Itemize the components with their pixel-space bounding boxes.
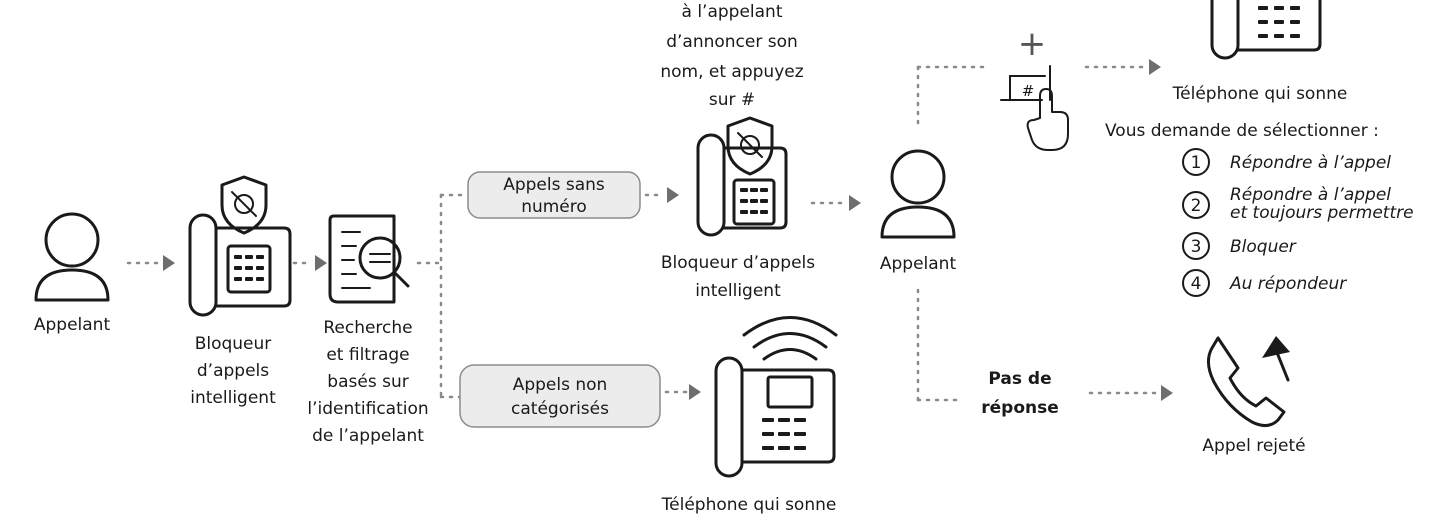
plus-sign: + (1018, 24, 1047, 64)
no-answer-label-2: réponse (981, 398, 1059, 418)
announce-text-1: à l’appelant (682, 2, 783, 22)
option-1-text: Répondre à l’appel (1230, 153, 1391, 173)
option-1: 1 Répondre à l’appel (1182, 148, 1391, 176)
ringing-phone-top-icon (1210, 0, 1322, 60)
option-2-text: Répondre à l’appel (1230, 185, 1391, 205)
arrow-4 (689, 384, 701, 400)
option-2: 2 Répondre à l’appel et toujours permett… (1182, 185, 1414, 223)
no-answer-label-1: Pas de (988, 369, 1051, 389)
pill-no-number-label-2: numéro (521, 197, 587, 217)
pill-uncategorized-label-1: Appels non (513, 375, 608, 395)
pill-no-number (467, 171, 641, 219)
pill-uncategorized (459, 364, 661, 428)
select-title: Vous demande de sélectionner : (1105, 121, 1379, 141)
arrow-5 (849, 195, 861, 211)
ringing-phone-bottom-icon (714, 316, 838, 478)
caller-mid-icon (880, 149, 956, 239)
rejected-label: Appel rejeté (1202, 436, 1305, 456)
pill-no-number-label-1: Appels sans (503, 175, 605, 195)
option-3: 3 Bloquer (1182, 232, 1297, 260)
hash-key-press-icon (1000, 65, 1069, 151)
blocker-left-label-3: intelligent (190, 388, 276, 408)
arrow-7 (1161, 385, 1173, 401)
pill-uncategorized-label-2: catégorisés (511, 399, 609, 419)
option-4-number: 4 (1191, 274, 1202, 294)
caller-left-icon (34, 212, 110, 302)
document-search-icon (328, 214, 410, 304)
option-4: 4 Au répondeur (1182, 269, 1347, 297)
blocker-mid-label-2: intelligent (695, 281, 781, 301)
arrow-3 (667, 187, 679, 203)
option-2-number: 2 (1191, 196, 1202, 216)
option-1-number: 1 (1191, 153, 1202, 173)
ringing-bottom-label: Téléphone qui sonne (661, 495, 837, 515)
rejected-call-icon (1207, 336, 1290, 427)
arrow-6 (1149, 59, 1161, 75)
blocker-left-label-2: d’appels (197, 361, 269, 381)
arrow-1 (163, 255, 175, 271)
blocker-mid-label-1: Bloqueur d’appels (661, 253, 815, 273)
option-4-text: Au répondeur (1229, 274, 1347, 294)
arrow-2 (315, 255, 327, 271)
announce-text-2: d’annoncer son (666, 32, 798, 52)
announce-text-4: sur # (709, 90, 755, 110)
search-label-1: Recherche (323, 318, 412, 338)
search-label-4: l’identification (307, 399, 428, 419)
hash-key-label: # (1022, 82, 1035, 100)
call-blocker-phone-mid-icon (696, 116, 788, 237)
ringing-top-label: Téléphone qui sonne (1172, 84, 1348, 104)
caller-left-label: Appelant (34, 315, 111, 335)
announce-text-3: nom, et appuyez (660, 62, 803, 82)
search-label-3: basés sur (327, 372, 408, 392)
search-label-2: et filtrage (326, 345, 409, 365)
caller-mid-label: Appelant (880, 254, 957, 274)
option-2-text-line2: et toujours permettre (1230, 203, 1414, 223)
option-3-number: 3 (1191, 237, 1202, 257)
option-3-text: Bloquer (1230, 237, 1297, 257)
search-label-5: de l’appelant (312, 426, 424, 446)
blocker-left-label-1: Bloqueur (195, 334, 272, 354)
call-blocker-phone-left-icon (188, 175, 292, 317)
